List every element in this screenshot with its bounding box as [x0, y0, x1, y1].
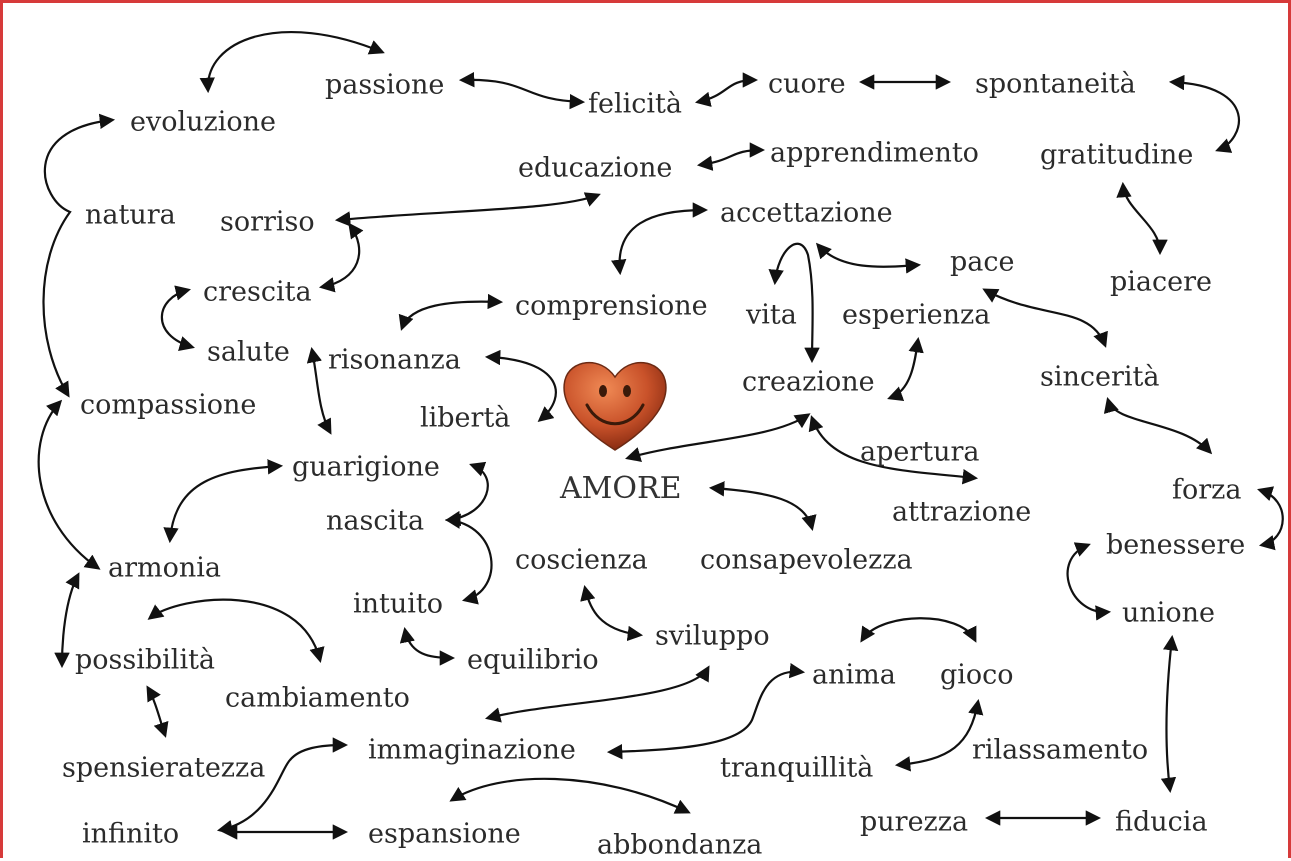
arrow-accettazione-pace: [815, 242, 922, 274]
arrow-passione-felicita: [458, 71, 586, 110]
word-sorriso: sorriso: [220, 206, 315, 238]
word-spensieratezza: spensieratezza: [62, 752, 266, 784]
arrow-pace-sincerita: [982, 288, 1108, 348]
word-natura: natura: [85, 199, 176, 231]
arrow-compassione-armonia: [37, 399, 101, 570]
word-spontaneita: spontaneità: [975, 68, 1136, 100]
word-accettazione: accettazione: [720, 197, 893, 229]
word-cambiamento: cambiamento: [225, 682, 410, 714]
word-consapevolezza: consapevolezza: [700, 544, 913, 576]
arrow-amore-consapevolezza: [708, 481, 817, 531]
word-anima: anima: [812, 659, 896, 691]
word-immaginazione: immaginazione: [368, 734, 576, 766]
word-equilibrio: equilibrio: [467, 644, 599, 676]
arrow-creazione-attrazione: [808, 415, 979, 485]
arrow-armonia-possibilita: [54, 572, 80, 669]
word-infinito: infinito: [82, 818, 180, 850]
arrow-espansione-abbondanza: [449, 777, 691, 814]
word-gratitudine: gratitudine: [1040, 139, 1194, 171]
word-pace: pace: [950, 246, 1015, 278]
word-educazione: educazione: [518, 152, 673, 184]
word-felicita: felicità: [588, 88, 682, 120]
arrow-coscienza-sviluppo: [580, 584, 644, 642]
word-salute: salute: [207, 336, 290, 368]
arrow-nascita-intuito: [444, 513, 493, 605]
word-apprendimento: apprendimento: [770, 137, 979, 169]
arrow-sorriso-crescita: [318, 222, 364, 293]
word-rilassamento: rilassamento: [972, 734, 1149, 766]
word-possibilita: possibilità: [75, 644, 216, 676]
word-sincerita: sincerità: [1040, 361, 1160, 393]
arrow-possibilita-spensieratezza: [146, 685, 169, 738]
word-apertura: apertura: [860, 436, 980, 468]
arrow-unione-fiducia: [1160, 634, 1179, 794]
arrow-crescita-salute: [160, 285, 195, 352]
arrow-infinito-immaginazione: [216, 737, 349, 836]
arrow-spontaneita-gratitudine: [1168, 74, 1241, 153]
arrow-gioco-tranquillita: [894, 698, 984, 772]
arrow-felicita-cuore: [694, 72, 759, 107]
arrow-guarigione-armonia: [163, 459, 284, 544]
arrow-comprensione-risonanza: [398, 293, 504, 331]
smiling-heart-icon: [563, 361, 667, 451]
word-sviluppo: sviluppo: [655, 620, 770, 652]
arrow-benessere-unione: [1066, 542, 1112, 621]
word-vita: vita: [746, 299, 797, 331]
arrow-creazione-esperienza: [887, 336, 924, 402]
word-evoluzione: evoluzione: [130, 106, 276, 138]
arrow-gratitudine-piacere: [1116, 181, 1168, 256]
word-passione: passione: [325, 69, 445, 101]
word-intuito: intuito: [353, 588, 444, 620]
word-liberta: libertà: [420, 402, 511, 434]
word-tranquillita: tranquillità: [720, 752, 874, 784]
word-benessere: benessere: [1106, 529, 1246, 561]
arrow-amore-creazione: [625, 413, 811, 462]
word-fiducia: fiducia: [1115, 806, 1208, 838]
arrow-intuito-equilibrio: [399, 626, 456, 666]
word-unione: unione: [1122, 597, 1216, 629]
arrow-guarigione-nascita: [444, 461, 489, 527]
arrow-possibilita-cambiamento: [147, 598, 325, 663]
word-guarigione: guarigione: [292, 451, 440, 483]
arrow-sorriso-educazione: [334, 192, 601, 227]
arrow-sincerita-forza: [1103, 397, 1213, 455]
arrow-anima-gioco: [860, 617, 977, 643]
word-compassione: compassione: [80, 389, 257, 421]
word-piacere: piacere: [1110, 266, 1213, 298]
word-creazione: creazione: [742, 366, 875, 398]
arrow-forza-benessere: [1257, 486, 1284, 551]
word-comprensione: comprensione: [515, 290, 708, 322]
word-cuore: cuore: [768, 68, 846, 100]
arrow-evoluzione-passione: [199, 31, 385, 94]
arrow-risonanza-liberta: [484, 349, 557, 422]
word-esperienza: esperienza: [842, 299, 991, 331]
arrow-comprensione-accettazione: [611, 202, 709, 276]
arrow-salute-guarigione: [306, 346, 332, 435]
word-espansione: espansione: [368, 818, 521, 850]
arrow-anima-immaginazione: [606, 663, 806, 760]
word-center: AMORE: [560, 471, 682, 506]
word-crescita: crescita: [203, 276, 312, 308]
arrow-accettazione-vita: [768, 242, 820, 364]
word-risonanza: risonanza: [328, 344, 461, 376]
word-forza: forza: [1172, 474, 1242, 506]
word-coscienza: coscienza: [515, 544, 648, 576]
word-nascita: nascita: [326, 505, 425, 537]
word-purezza: purezza: [860, 806, 969, 838]
word-abbondanza: abbondanza: [597, 829, 763, 861]
word-armonia: armonia: [108, 552, 221, 584]
arrow-sviluppo-immaginazione: [485, 665, 710, 723]
word-gioco: gioco: [940, 659, 1014, 691]
word-attrazione: attrazione: [892, 496, 1032, 528]
arrow-educazione-apprendimento: [696, 142, 766, 171]
arrow-evoluzione-compassione: [42, 113, 116, 398]
